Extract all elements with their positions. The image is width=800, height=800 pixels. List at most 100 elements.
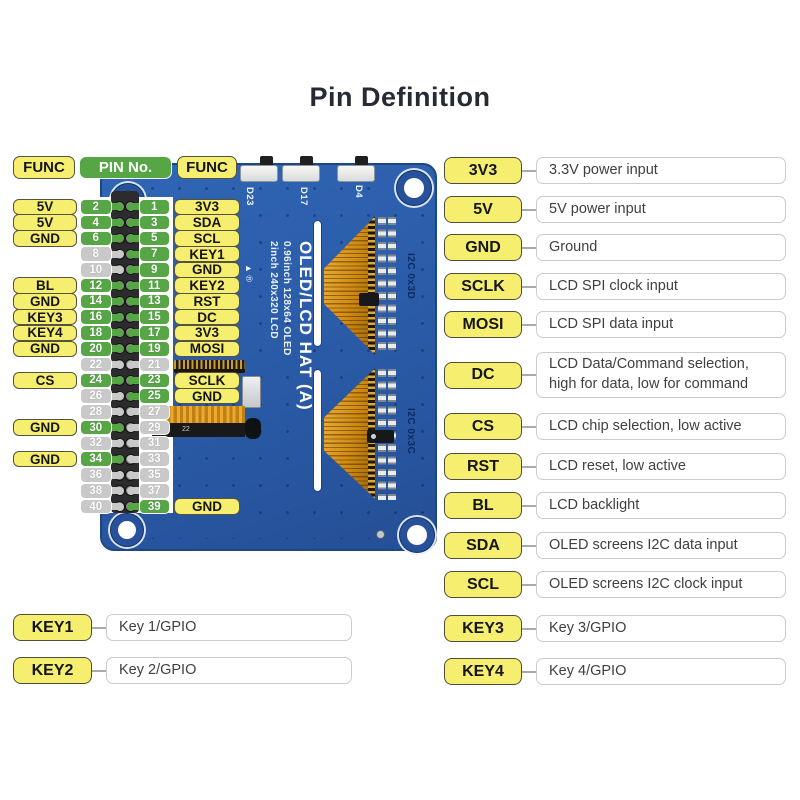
pin-name-badge: SCLK xyxy=(444,273,522,300)
pin-dot-right xyxy=(126,423,135,432)
pin-dot-right xyxy=(126,328,135,337)
switch-nub xyxy=(300,156,313,166)
board-name-text: OLED/LCD HAT (A) xyxy=(296,241,315,411)
pin-func-left: KEY4 xyxy=(13,324,77,342)
pin-func-right: SCLK xyxy=(174,372,240,389)
pin-link-left xyxy=(105,471,120,479)
pin-number-right: 13 xyxy=(138,293,170,310)
key-description-box: Key 4/GPIO xyxy=(536,658,786,685)
page-title: Pin Definition xyxy=(309,82,491,112)
pin-dot-right xyxy=(126,313,135,322)
pin-func-right: GND xyxy=(174,498,240,515)
pin-name-badge: 3V3 xyxy=(444,157,522,184)
pin-dot-right xyxy=(126,360,135,369)
pin-func-right: GND xyxy=(174,387,240,405)
pin-link-right xyxy=(130,234,145,242)
pin-name-badge: 5V xyxy=(444,196,522,223)
smd-chip xyxy=(359,293,379,306)
pin-link-left xyxy=(105,203,120,211)
key-name-badge: KEY3 xyxy=(444,615,522,642)
definition-connector xyxy=(521,246,537,249)
pin-number-right: 19 xyxy=(138,341,170,357)
pin-func-left: GND xyxy=(13,293,77,310)
definition-connector xyxy=(521,208,537,211)
pin-func-right: KEY1 xyxy=(174,245,240,263)
pin-dot-left xyxy=(115,439,124,448)
pin-link-left xyxy=(105,361,120,369)
pin-number-left: 14 xyxy=(80,293,112,310)
pin-link-left xyxy=(105,313,120,321)
pin-name-badge: CS xyxy=(444,413,522,440)
pin-link-right xyxy=(130,376,145,384)
definition-connector xyxy=(521,583,537,586)
pin-link-left xyxy=(105,503,120,511)
smd-column xyxy=(388,217,396,354)
pin-number-right: 25 xyxy=(138,388,170,404)
pin-dot-left xyxy=(115,297,124,306)
pin-link-right xyxy=(130,203,145,211)
switch-nub xyxy=(355,156,368,166)
pin-dot-left xyxy=(115,392,124,401)
pin-func-right: SDA xyxy=(174,214,240,231)
pin-link-right xyxy=(130,329,145,337)
pin-number-right: 7 xyxy=(138,246,170,262)
pin-link-right xyxy=(130,503,145,511)
pin-func-left: KEY3 xyxy=(13,308,77,326)
smd-chip xyxy=(367,430,394,443)
pin-func-left: GND xyxy=(13,450,77,468)
pin-description-box: OLED screens I2C clock input xyxy=(536,571,786,598)
key-description-box: Key 3/GPIO xyxy=(536,615,786,642)
pin-func-right: 3V3 xyxy=(174,324,240,342)
pin-name-badge: SCL xyxy=(444,571,522,598)
lcd-fpc-socket xyxy=(174,360,245,373)
definition-connector xyxy=(521,323,537,326)
resistor-array-top xyxy=(378,217,396,354)
pin-number-right: 5 xyxy=(138,230,170,247)
pin-number-right: 23 xyxy=(138,372,170,389)
pin-number-left: 22 xyxy=(80,356,112,373)
definition-connector xyxy=(521,465,537,468)
pin-dot-left xyxy=(115,486,124,495)
key-name-badge: KEY4 xyxy=(444,658,522,685)
pin-name-badge: GND xyxy=(444,234,522,261)
pin-link-right xyxy=(130,392,145,400)
pin-link-right xyxy=(130,250,145,258)
key-name-badge: KEY1 xyxy=(13,614,92,641)
pin-dot-left xyxy=(115,202,124,211)
pin-description-box: LCD SPI clock input xyxy=(536,273,786,300)
pin-link-left xyxy=(105,345,120,353)
pin-link-left xyxy=(105,250,120,258)
pin-func-right: GND xyxy=(174,261,240,279)
pin-number-left: 26 xyxy=(80,388,112,404)
slide-switch-d17 xyxy=(282,165,320,182)
pin-description-box: LCD SPI data input xyxy=(536,311,786,338)
mounting-hole-center xyxy=(118,521,136,539)
switch-label-d23: D23 xyxy=(244,187,255,206)
pin-dot-left xyxy=(115,360,124,369)
pin-description-box: 5V power input xyxy=(536,196,786,223)
pin-number-right: 17 xyxy=(138,325,170,341)
pin-link-left xyxy=(105,392,120,400)
i2c-address-bottom-label: I2C 0x3C xyxy=(405,408,416,455)
board-slot-top xyxy=(313,220,322,347)
slide-switch-d23 xyxy=(240,165,278,182)
pin-link-right xyxy=(130,408,145,416)
pin-number-left: 34 xyxy=(80,451,112,467)
pin-number-left: 32 xyxy=(80,435,112,452)
pin-name-badge: SDA xyxy=(444,532,522,559)
pin-func-right: SCL xyxy=(174,230,240,247)
pin-link-left xyxy=(105,219,120,227)
pin-link-left xyxy=(105,234,120,242)
key-description-box: Key 1/GPIO xyxy=(106,614,352,641)
pin-link-left xyxy=(105,424,120,432)
pin-func-left: 5V xyxy=(13,214,77,231)
pin-number-left: 16 xyxy=(80,309,112,325)
mounting-hole-center xyxy=(404,178,424,198)
mounting-hole-center xyxy=(407,525,427,545)
pin-number-right: 29 xyxy=(138,419,170,436)
pin-number-right: 15 xyxy=(138,309,170,325)
pin-dot-left xyxy=(115,281,124,290)
mounting-hole-bottom-left xyxy=(110,513,144,547)
pin-link-right xyxy=(130,297,145,305)
